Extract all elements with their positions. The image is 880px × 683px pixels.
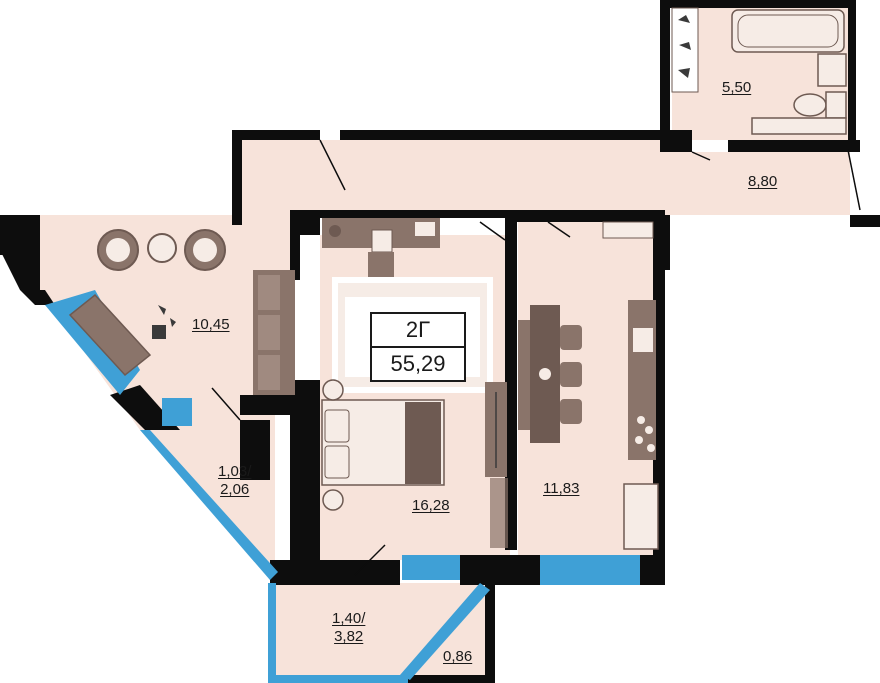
window-loggia-bottom-left (268, 583, 276, 683)
toilet (793, 93, 827, 117)
side-table (147, 233, 177, 263)
apartment-badge: 2Г 55,29 (370, 312, 466, 382)
window-bedroom-bottom (402, 555, 460, 580)
storage-area-label: 0,86 (443, 648, 473, 665)
tv-stand (68, 293, 152, 377)
apartment-total-area: 55,29 (390, 351, 446, 376)
sink (817, 53, 847, 87)
loggia-left-area-total: 2,06 (220, 481, 250, 498)
doors (211, 139, 861, 576)
loggia-bottom-area-total: 3,82 (334, 628, 364, 645)
window-loggia-left (140, 430, 278, 580)
bathroom-fixtures (671, 7, 847, 135)
windows (45, 290, 640, 683)
apartment-type: 2Г (372, 314, 464, 348)
window-loggia-bottom-base (268, 675, 408, 683)
loggia-left-area-living: 1,03/ (218, 463, 252, 480)
loggia-bottom-area-label: 1,40/ 3,82 (332, 610, 365, 646)
loggia-left-area-label: 1,03/ 2,06 (218, 463, 251, 499)
window-living-small (162, 398, 192, 426)
window-kitchen-bottom (540, 555, 640, 585)
living-room-furniture (68, 229, 295, 395)
window-loggia-diagonal (400, 583, 490, 680)
bath-shelf (751, 117, 847, 135)
living-room-area-label: 10,45 (192, 316, 230, 333)
loggia-bottom-floor (275, 583, 485, 675)
kitchen-furniture (518, 221, 659, 550)
loggia-bottom-area-living: 1,40/ (332, 610, 366, 627)
bedroom-area-label: 16,28 (412, 497, 450, 514)
kitchen-area-label: 11,83 (543, 480, 580, 497)
kitchen-counter (628, 300, 656, 460)
bathroom-area-label: 5,50 (722, 79, 752, 96)
window-living-left (45, 290, 140, 395)
hallway-area-label: 8,80 (748, 173, 778, 190)
